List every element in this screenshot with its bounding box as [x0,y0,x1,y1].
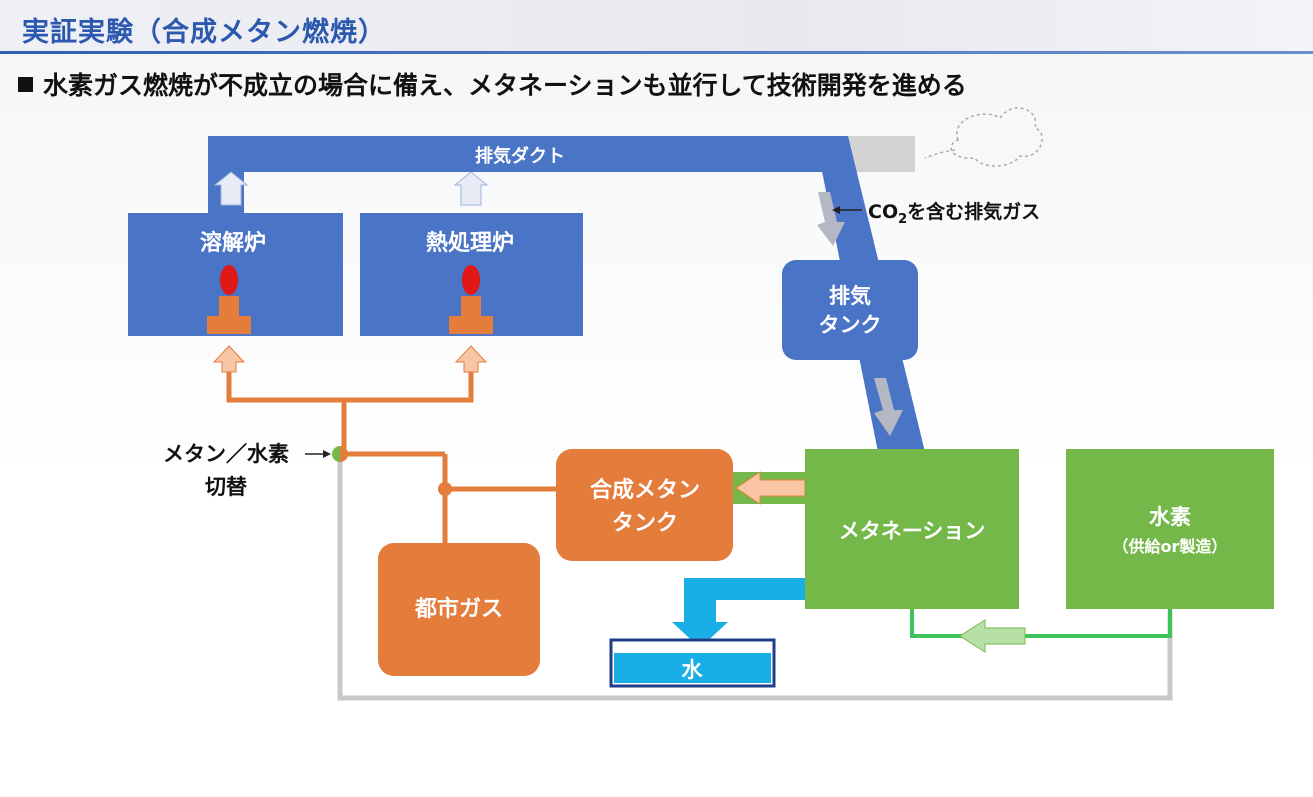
slide-title: 実証実験（合成メタン燃焼） [22,17,386,48]
arrow-up-icon [454,345,488,373]
arrow-up-icon [213,171,249,206]
exhaust-duct [208,136,823,172]
bullet-square-icon [18,77,33,92]
header-band [0,0,1313,52]
city-gas-label: 都市ガス [414,596,503,622]
heat-treatment-furnace-label: 熱処理炉 [426,230,514,256]
return-line [337,460,1173,701]
arrow-down-icon [870,378,903,436]
hydrogen-feed-line [910,609,1172,638]
bullet-row: 水素ガス燃焼が不成立の場合に備え、メタネーションも並行して技術開発を進める [18,66,967,102]
exhaust-tank-label-line1: 排気 [829,284,871,308]
switch-label-line2: 切替 [205,475,247,499]
pointer-arrowhead-icon [323,450,331,458]
burner-icon [449,265,493,334]
gas-pipe [226,372,558,545]
exhaust-duct-label: 排気ダクト [475,145,565,167]
city-gas-tank [378,543,540,676]
water-label: 水 [682,658,704,682]
pointer-arrowhead-icon [832,206,840,214]
arrow-up-icon [212,345,246,373]
methanation-label: メタネーション [839,519,986,543]
arrow-up-icon [453,171,489,206]
exhaust-tank-label-line2: タンク [819,313,882,337]
exhaust-tank [782,260,918,360]
hydrogen-unit [1066,449,1274,609]
hydrogen-label: 水素 [1149,505,1191,529]
synthetic-methane-tank-label-line2: タンク [612,511,678,536]
methanation-unit [805,449,1019,609]
synthetic-methane-tank-label-line1: 合成メタン [590,477,700,503]
water-fill [614,653,771,683]
header-rule [0,51,1313,54]
arrow-left-icon [735,471,806,505]
switch-valve-half [340,446,348,462]
switch-label-line1: メタン／水素 [163,442,289,466]
burner-icon [207,265,251,334]
water-flow-arrow-icon [672,578,805,648]
arrow-left-icon [959,619,1026,653]
pipe-junction [438,482,452,496]
melting-furnace-label: 溶解炉 [200,230,266,256]
co2-label: CO2を含む排気ガス [868,200,1040,227]
arrow-down-icon [815,192,845,246]
hydrogen-sublabel: （供給or製造） [1113,537,1228,556]
cloud-icon [924,107,1043,167]
synthetic-methane-tank [556,449,733,561]
bullet-text: 水素ガス燃焼が不成立の場合に備え、メタネーションも並行して技術開発を進める [43,71,967,100]
